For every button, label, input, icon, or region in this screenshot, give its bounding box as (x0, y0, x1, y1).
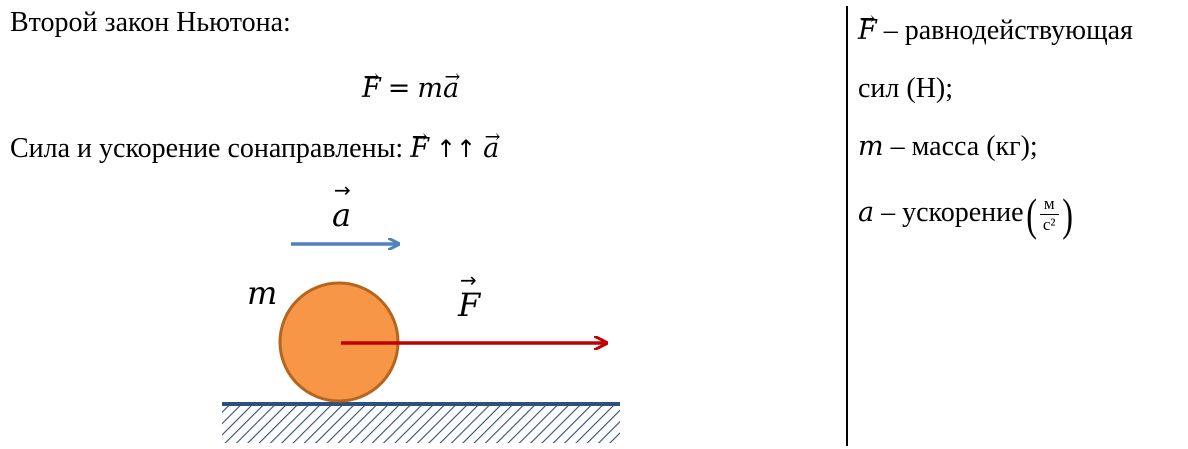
column-divider (846, 6, 848, 446)
legend-force-dash: – (883, 15, 898, 46)
unit-paren-left: ( (1025, 188, 1037, 240)
force-label: F (457, 286, 482, 324)
accel-label: a (332, 196, 351, 234)
heading-newton-second-law: Второй закон Ньютона: (10, 7, 291, 38)
codirection-relation: ↑↑ (435, 135, 477, 163)
legend-accel-symbol: a (858, 197, 875, 228)
newton-formula: F = ma (362, 60, 460, 106)
formula-force-symbol: F (362, 60, 381, 106)
legend-mass: m – масса (кг); (858, 130, 1038, 164)
legend-mass-symbol: m (858, 131, 884, 162)
legend-force-text: равнодействующая (904, 15, 1133, 46)
force-label-arrow: → (460, 268, 477, 292)
legend-force-symbol: F (858, 2, 877, 48)
legend-force-line2: сил (Н); (858, 73, 954, 104)
formula-equals: = (387, 73, 411, 104)
codirection-statement: Сила и ускорение сонаправлены: F ↑↑ a (10, 120, 501, 166)
codirection-force-symbol: F (410, 120, 429, 166)
accel-label-arrow: → (334, 178, 351, 202)
codirection-accel-symbol: a (483, 120, 500, 166)
formula-mass-symbol: m (417, 73, 443, 104)
ground-hatch (222, 405, 620, 443)
legend-accel-text: ускорение (902, 197, 1024, 228)
formula-accel-symbol: a (443, 60, 460, 106)
legend-mass-text: масса (кг); (911, 131, 1038, 162)
mass-label: m (247, 274, 277, 312)
legend-mass-dash: – (890, 131, 905, 162)
accel-unit-denominator: с² (1039, 214, 1059, 235)
codirection-text: Сила и ускорение сонаправлены: (10, 133, 404, 164)
unit-paren-right: ) (1061, 188, 1073, 240)
legend-accel-dash: – (881, 197, 896, 228)
legend-force-line1: F – равнодействующая (858, 2, 1133, 48)
accel-unit-numerator: м (1043, 194, 1055, 214)
